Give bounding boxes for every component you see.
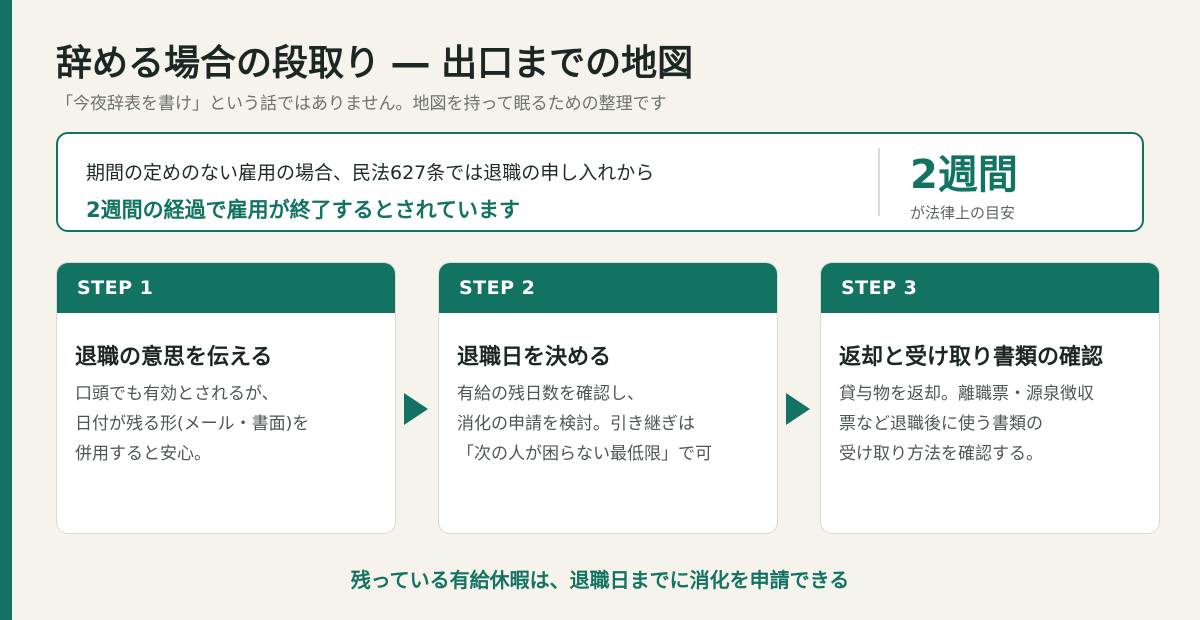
step-title: 返却と受け取り書類の確認 bbox=[839, 345, 1104, 370]
page-title: 辞める場合の段取り ― 出口までの地図 bbox=[56, 43, 694, 84]
step-description-line: 消化の申請を検討。引き継ぎは bbox=[457, 414, 695, 434]
accent-bar bbox=[0, 0, 12, 620]
info-period-caption: が法律上の目安 bbox=[910, 204, 1016, 222]
info-text: 期間の定めのない雇用の場合、民法627条では退職の申し入れから bbox=[86, 162, 655, 184]
footer-note: 残っている有給休暇は、退職日までに消化を申請できる bbox=[350, 568, 850, 592]
info-box: 期間の定めのない雇用の場合、民法627条では退職の申し入れから 2週間の経過で雇… bbox=[56, 132, 1144, 232]
step-card-1: STEP 1 退職の意思を伝える 口頭でも有効とされるが、 日付が残る形(メール… bbox=[56, 262, 396, 534]
step-header: STEP 1 bbox=[57, 263, 395, 313]
step-description-line: 「次の人が困らない最低限」で可 bbox=[457, 444, 712, 464]
step-description: 有給の残日数を確認し、 消化の申請を検討。引き継ぎは 「次の人が困らない最低限」… bbox=[457, 379, 712, 469]
step-card-2: STEP 2 退職日を決める 有給の残日数を確認し、 消化の申請を検討。引き継ぎ… bbox=[438, 262, 778, 534]
step-description-line: 有給の残日数を確認し、 bbox=[457, 384, 644, 404]
step-description: 貸与物を返却。離職票・源泉徴収 票など退職後に使う書類の 受け取り方法を確認する… bbox=[839, 379, 1094, 469]
step-description-line: 併用すると安心。 bbox=[75, 444, 211, 464]
step-description-line: 日付が残る形(メール・書面)を bbox=[75, 414, 310, 434]
step-description-line: 口頭でも有効とされるが、 bbox=[75, 384, 279, 404]
step-header: STEP 3 bbox=[821, 263, 1159, 313]
step-description-line: 貸与物を返却。離職票・源泉徴収 bbox=[839, 384, 1094, 404]
info-period: 2週間 bbox=[910, 152, 1018, 198]
step-description: 口頭でも有効とされるが、 日付が残る形(メール・書面)を 併用すると安心。 bbox=[75, 379, 309, 469]
step-label: STEP 2 bbox=[459, 277, 536, 299]
info-divider bbox=[878, 148, 880, 216]
step-header: STEP 2 bbox=[439, 263, 777, 313]
step-label: STEP 1 bbox=[77, 277, 154, 299]
step-card-3: STEP 3 返却と受け取り書類の確認 貸与物を返却。離職票・源泉徴収 票など退… bbox=[820, 262, 1160, 534]
step-description-line: 票など退職後に使う書類の bbox=[839, 414, 1043, 434]
step-label: STEP 3 bbox=[841, 277, 918, 299]
arrow-right-icon bbox=[786, 393, 810, 425]
arrow-right-icon bbox=[404, 393, 428, 425]
info-highlight: 2週間の経過で雇用が終了するとされています bbox=[86, 198, 520, 222]
step-title: 退職日を決める bbox=[457, 345, 612, 370]
step-title: 退職の意思を伝える bbox=[75, 345, 273, 370]
page-subtitle: 「今夜辞表を書け」という話ではありません。地図を持って眠るための整理です bbox=[56, 94, 667, 114]
step-description-line: 受け取り方法を確認する。 bbox=[839, 444, 1043, 464]
